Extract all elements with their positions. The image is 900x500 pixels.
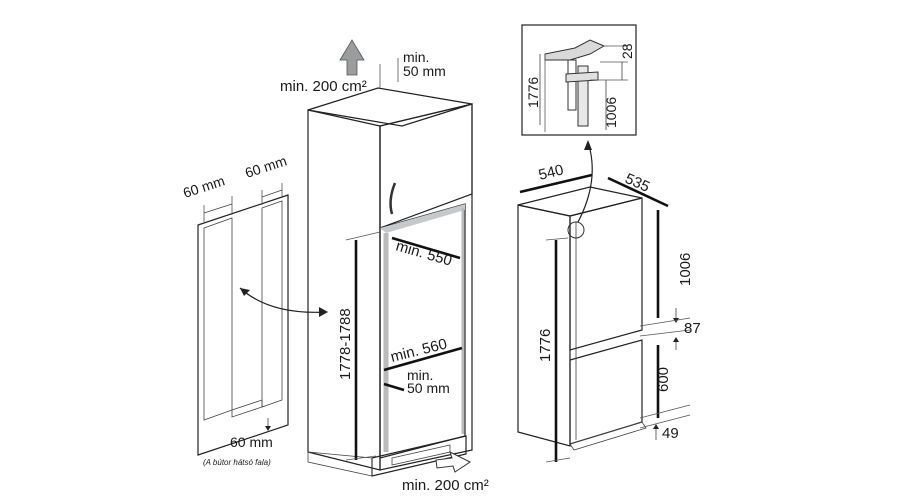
fridge-base bbox=[569, 421, 647, 451]
fridge-depth-label: 535 bbox=[622, 170, 652, 196]
arrow-head bbox=[319, 307, 328, 317]
dim-line-535 bbox=[607, 176, 669, 208]
dim-line bbox=[203, 203, 233, 214]
dim-ext bbox=[639, 404, 691, 419]
dim-ext bbox=[545, 457, 571, 463]
dim-line bbox=[261, 189, 283, 198]
fridge-top bbox=[517, 186, 643, 217]
side-bottom-width-label: 60 mm bbox=[230, 434, 273, 450]
niche-height-label: 1778-1788 bbox=[337, 308, 354, 380]
dim-line-540 bbox=[519, 173, 593, 194]
cabinet-upper-door bbox=[379, 103, 473, 229]
dim-line-rear bbox=[383, 382, 405, 392]
plinth-side bbox=[307, 451, 373, 477]
detail-1006-label: 1006 bbox=[603, 97, 619, 128]
hinge-rail bbox=[567, 59, 577, 111]
door-handle bbox=[389, 182, 397, 215]
dim-line-depth bbox=[391, 236, 461, 260]
niche-depth-label: min. 550 bbox=[394, 238, 454, 270]
cabinet-front bbox=[379, 103, 473, 471]
fridge-height-label: 1776 bbox=[537, 329, 554, 362]
side-bottom-note: (A bútor hátsó fala) bbox=[203, 458, 271, 467]
dim-ext bbox=[345, 231, 381, 241]
gap-87-label: 87 bbox=[684, 320, 701, 337]
hinge-detail-marker bbox=[567, 221, 585, 239]
side-panel-bottom-slot bbox=[231, 399, 263, 418]
hinge-bracket bbox=[544, 39, 606, 61]
side-panel-template: 60 mm 60 mm 60 mm (A bútor hátsó fala) bbox=[181, 152, 328, 467]
niche-opening bbox=[379, 203, 466, 459]
top-gap-label-2: 50 mm bbox=[403, 63, 446, 79]
top-vent-label: min. 200 cm² bbox=[280, 78, 367, 95]
side-left-width-label: 60 mm bbox=[181, 172, 227, 200]
side-panel-left-slot bbox=[203, 217, 233, 421]
detail-28-label: 28 bbox=[619, 43, 635, 59]
niche-shelf bbox=[380, 204, 465, 233]
side-panel-outline bbox=[197, 194, 289, 456]
detail-1776-label: 1776 bbox=[525, 77, 541, 108]
hinge-plate bbox=[565, 71, 599, 83]
arrow-head bbox=[265, 426, 271, 431]
arrow-head bbox=[584, 140, 592, 150]
dim-ext bbox=[639, 329, 691, 337]
cabinet-side bbox=[307, 109, 381, 471]
fridge-side bbox=[517, 204, 571, 447]
fridge: 540 535 1776 1006 87 600 49 bbox=[517, 140, 701, 463]
detail-pointer bbox=[577, 141, 593, 223]
rear-gap-label: min. bbox=[407, 367, 433, 383]
fridge-width-label: 540 bbox=[537, 161, 565, 184]
arrow-head bbox=[673, 337, 679, 342]
side-right-width-label: 60 mm bbox=[243, 152, 289, 180]
arrow-head bbox=[240, 288, 250, 296]
arrow-head bbox=[653, 424, 659, 429]
bottom-vent-label: min. 200 cm² bbox=[402, 477, 489, 494]
dim-line-width bbox=[383, 346, 463, 372]
side-panel-right-slot bbox=[261, 200, 283, 408]
dim-ext bbox=[639, 414, 691, 429]
vent-in-arrow bbox=[435, 451, 471, 473]
door-edge bbox=[577, 65, 589, 127]
top-gap-label: min. bbox=[403, 49, 429, 65]
rear-gap-label-2: 50 mm bbox=[407, 380, 450, 396]
cabinet: min. 200 cm² min. 50 mm min. 550 1778-17… bbox=[280, 39, 489, 494]
lower-door-label: 600 bbox=[655, 367, 672, 392]
fridge-lower-door bbox=[569, 339, 643, 445]
detail-frame bbox=[521, 24, 637, 136]
fridge-upper-door bbox=[569, 197, 643, 351]
dim-ext bbox=[545, 237, 569, 241]
hinge-detail-box: 1776 1006 28 bbox=[521, 24, 637, 136]
pointer-curve bbox=[239, 287, 327, 313]
dim-ext bbox=[639, 317, 691, 327]
dim-ext bbox=[345, 455, 377, 461]
upper-door-label: 1006 bbox=[677, 253, 694, 286]
bottom-49-label: 49 bbox=[662, 425, 679, 442]
vent-out-arrow bbox=[339, 39, 365, 76]
